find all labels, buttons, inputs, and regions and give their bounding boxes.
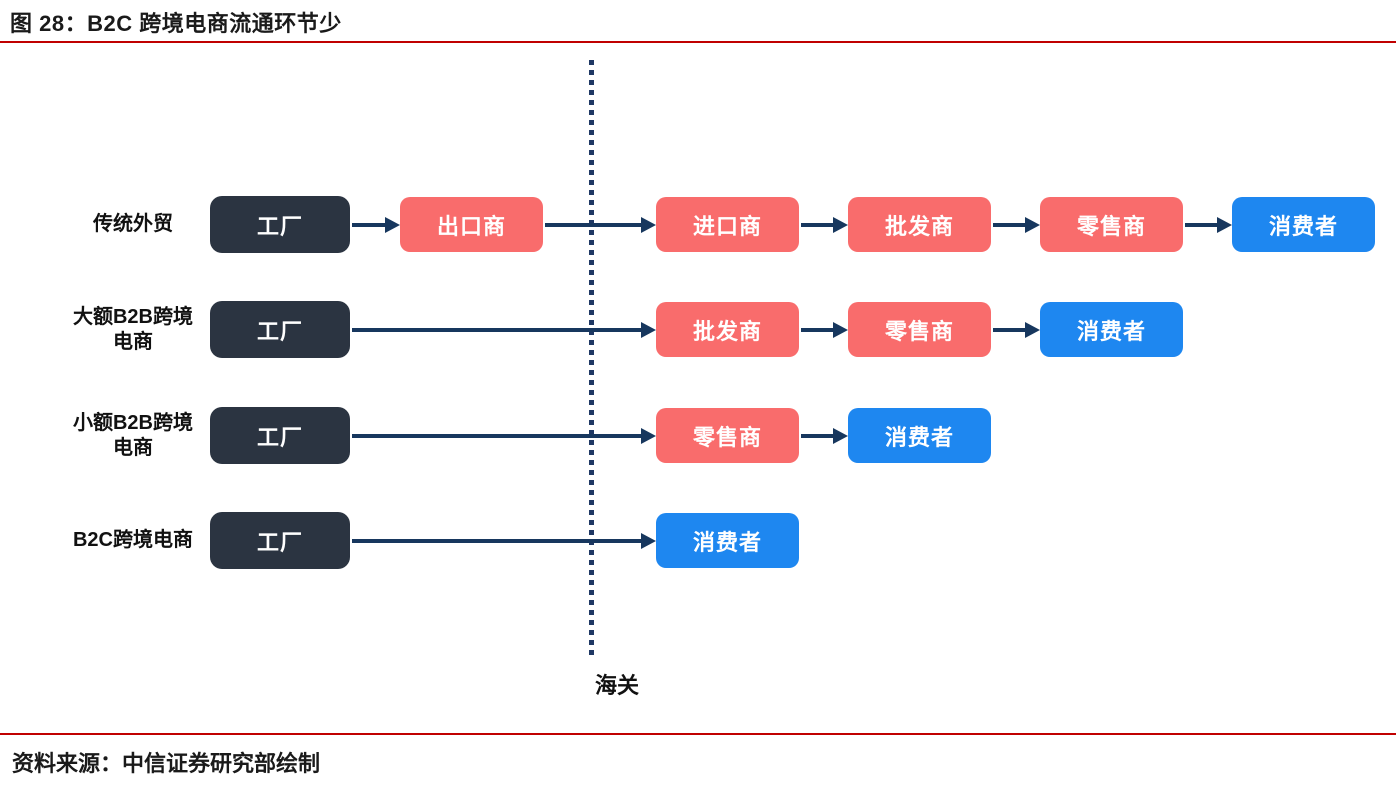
node-consumer: 消费者 [848, 408, 991, 463]
row-label-small-b2b: 小额B2B跨境 电商 [40, 407, 226, 464]
arrow [993, 217, 1040, 233]
row-label-line1: B2C跨境电商 [72, 529, 193, 551]
row-label-large-b2b: 大额B2B跨境 电商 [40, 301, 226, 358]
arrow [352, 533, 656, 549]
node-factory: 工厂 [210, 301, 350, 358]
arrow [1185, 217, 1232, 233]
node-retailer: 零售商 [1040, 197, 1183, 252]
footer-divider-line [0, 733, 1396, 735]
node-retailer: 零售商 [656, 408, 799, 463]
row-label-line1: 传统外贸 [93, 213, 173, 235]
figure-title: 图 28：B2C 跨境电商流通环节少 [10, 11, 342, 36]
row-label-b2c: B2C跨境电商 [40, 512, 226, 569]
arrow [352, 217, 400, 233]
node-exporter: 出口商 [400, 197, 543, 252]
arrow [352, 428, 656, 444]
customs-label: 海关 [594, 673, 639, 698]
arrow [801, 428, 848, 444]
node-importer: 进口商 [656, 197, 799, 252]
row-label-traditional-trade: 传统外贸 [40, 196, 226, 253]
node-consumer: 消费者 [656, 513, 799, 568]
node-factory: 工厂 [210, 512, 350, 569]
arrow [801, 322, 848, 338]
row-label-line1: 大额B2B跨境 [72, 305, 193, 328]
customs-divider-line [589, 60, 594, 658]
node-consumer: 消费者 [1040, 302, 1183, 357]
arrow [993, 322, 1040, 338]
arrow [352, 322, 656, 338]
source-note: 资料来源：中信证券研究部绘制 [12, 751, 321, 776]
row-label-line2: 电商 [113, 436, 153, 459]
node-factory: 工厂 [210, 196, 350, 253]
title-divider-line [0, 41, 1396, 43]
row-label-line1: 小额B2B跨境 [72, 411, 193, 434]
node-wholesaler: 批发商 [656, 302, 799, 357]
node-retailer: 零售商 [848, 302, 991, 357]
arrow [801, 217, 848, 233]
node-factory: 工厂 [210, 407, 350, 464]
row-label-line2: 电商 [113, 330, 153, 353]
node-consumer: 消费者 [1232, 197, 1375, 252]
node-wholesaler: 批发商 [848, 197, 991, 252]
arrow [545, 217, 656, 233]
